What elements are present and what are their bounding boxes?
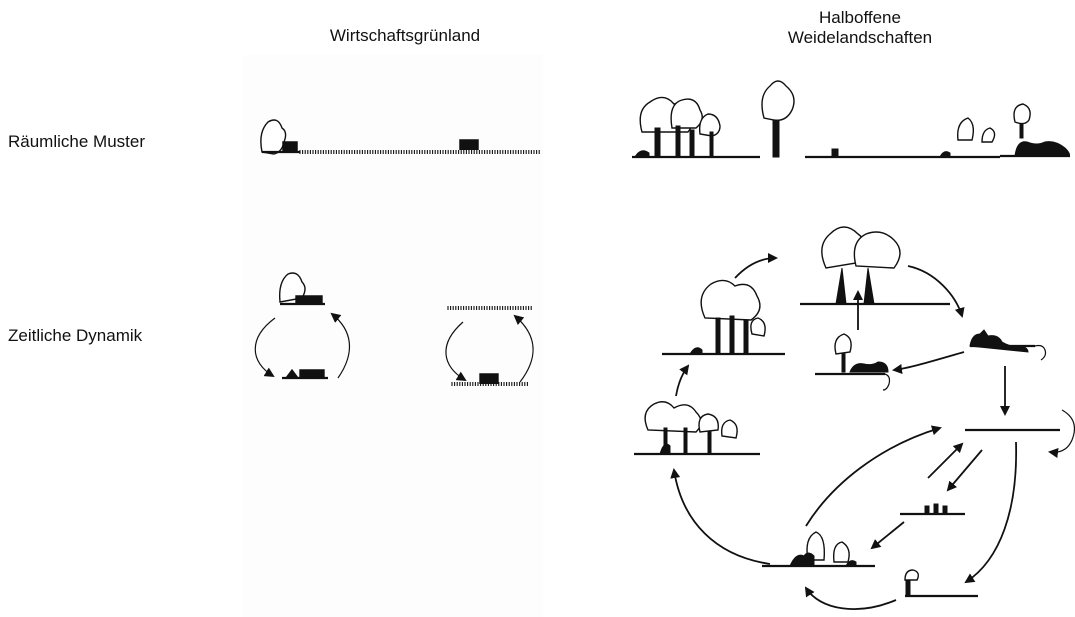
stage-sapling bbox=[904, 569, 978, 598]
pasture-single-tree bbox=[761, 80, 795, 158]
stage-mature-forest bbox=[800, 226, 950, 306]
arrow-patches-to-scrub bbox=[870, 521, 905, 550]
arrow-forest-to-collapse bbox=[907, 265, 965, 318]
grassland-panel bbox=[243, 55, 543, 617]
cycle1-arrow-down bbox=[254, 317, 276, 378]
cycle2-grass-ticks-top bbox=[447, 306, 532, 310]
arrow-young-to-woodland bbox=[675, 364, 690, 397]
grassland-fence-1 bbox=[282, 141, 298, 152]
arrow-sapling-to-scrub bbox=[804, 586, 897, 610]
grassland-fence-2 bbox=[459, 139, 479, 150]
stage-senescent bbox=[815, 333, 891, 391]
column-title-pasture: Halboffene Weidelandschaften bbox=[745, 8, 975, 48]
column-title-pasture-line1: Halboffene bbox=[819, 8, 901, 27]
grassland-cycle-1 bbox=[254, 272, 351, 380]
pasture-spatial-sketch bbox=[632, 80, 1070, 159]
pasture-tree-group-left bbox=[634, 96, 721, 158]
column-title-grassland: Wirtschaftsgrünland bbox=[329, 26, 481, 45]
stage-young-forest bbox=[634, 401, 760, 456]
grassland-grass-ticks-long bbox=[299, 150, 540, 154]
stage-woodland bbox=[662, 279, 785, 356]
pasture-dead-wood bbox=[1014, 141, 1070, 157]
cycle2-arrow-down bbox=[445, 321, 467, 382]
arrow-scrub-to-grassland bbox=[805, 425, 942, 527]
pasture-shrubs-right bbox=[831, 103, 1070, 158]
pasture-succession-cycle bbox=[634, 226, 1075, 610]
cycle1-arrow-up bbox=[330, 312, 351, 379]
stage-collapse bbox=[969, 329, 1047, 361]
cycle1-bush bbox=[278, 272, 306, 303]
grassland-bush bbox=[260, 119, 287, 155]
arrow-patches-to-grassland bbox=[927, 442, 964, 479]
grassland-spatial-sketch bbox=[260, 119, 540, 155]
row-label-spatial: Räumliche Muster bbox=[8, 132, 145, 151]
stage-grass-patches bbox=[900, 503, 965, 516]
column-title-pasture-line2: Weidelandschaften bbox=[787, 28, 933, 47]
cycle2-arrow-up bbox=[513, 314, 534, 383]
cycle1-low-growth bbox=[285, 368, 325, 379]
row-label-temporal: Zeitliche Dynamik bbox=[8, 326, 143, 345]
grassland-cycle-2 bbox=[445, 306, 534, 386]
stage-scrub-regeneration bbox=[762, 531, 875, 568]
arrow-grassland-to-sapling bbox=[964, 441, 1018, 584]
arrow-collapse-to-senescent bbox=[892, 351, 965, 374]
arrow-grassland-to-patches bbox=[946, 449, 983, 492]
self-loop-arrow bbox=[1048, 409, 1075, 458]
arrow-woodland-to-forest bbox=[734, 253, 778, 279]
arrow-scrub-to-young-forest bbox=[670, 468, 771, 565]
stage-open-grassland bbox=[965, 409, 1075, 458]
